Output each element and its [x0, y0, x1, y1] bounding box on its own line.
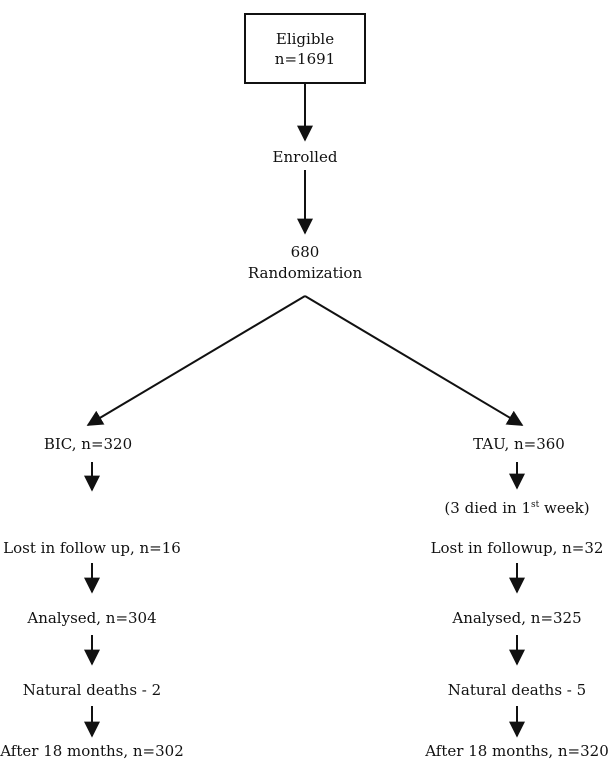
- randomization-count: 680: [290, 243, 320, 261]
- eligible-label: Eligible: [275, 30, 335, 48]
- right-died-first-week: (3 died in 1st week): [444, 498, 589, 518]
- tau-group-label: TAU, n=360: [473, 435, 565, 453]
- right-natural-deaths: Natural deaths - 5: [447, 681, 587, 699]
- enrolled-label: Enrolled: [272, 148, 338, 166]
- died-suffix: week): [539, 499, 590, 517]
- eligible-count: n=1691: [274, 50, 336, 68]
- bic-group-label: BIC, n=320: [43, 435, 133, 453]
- right-lost-followup: Lost in followup, n=32: [430, 539, 604, 557]
- eligible-box: Eligible n=1691: [244, 13, 366, 84]
- left-lost-followup: Lost in follow up, n=16: [3, 539, 181, 557]
- left-after-18-months: After 18 months, n=302: [0, 742, 184, 760]
- arrow-randomization-to-bic: [86, 295, 306, 426]
- left-analysed: Analysed, n=304: [27, 609, 157, 627]
- arrow-randomization-to-tau: [304, 295, 524, 426]
- randomization-label: Randomization: [247, 264, 363, 282]
- died-prefix: (3 died in 1: [444, 499, 532, 517]
- died-superscript: st: [531, 500, 540, 510]
- right-analysed: Analysed, n=325: [452, 609, 582, 627]
- left-natural-deaths: Natural deaths - 2: [22, 681, 162, 699]
- right-after-18-months: After 18 months, n=320: [425, 742, 609, 760]
